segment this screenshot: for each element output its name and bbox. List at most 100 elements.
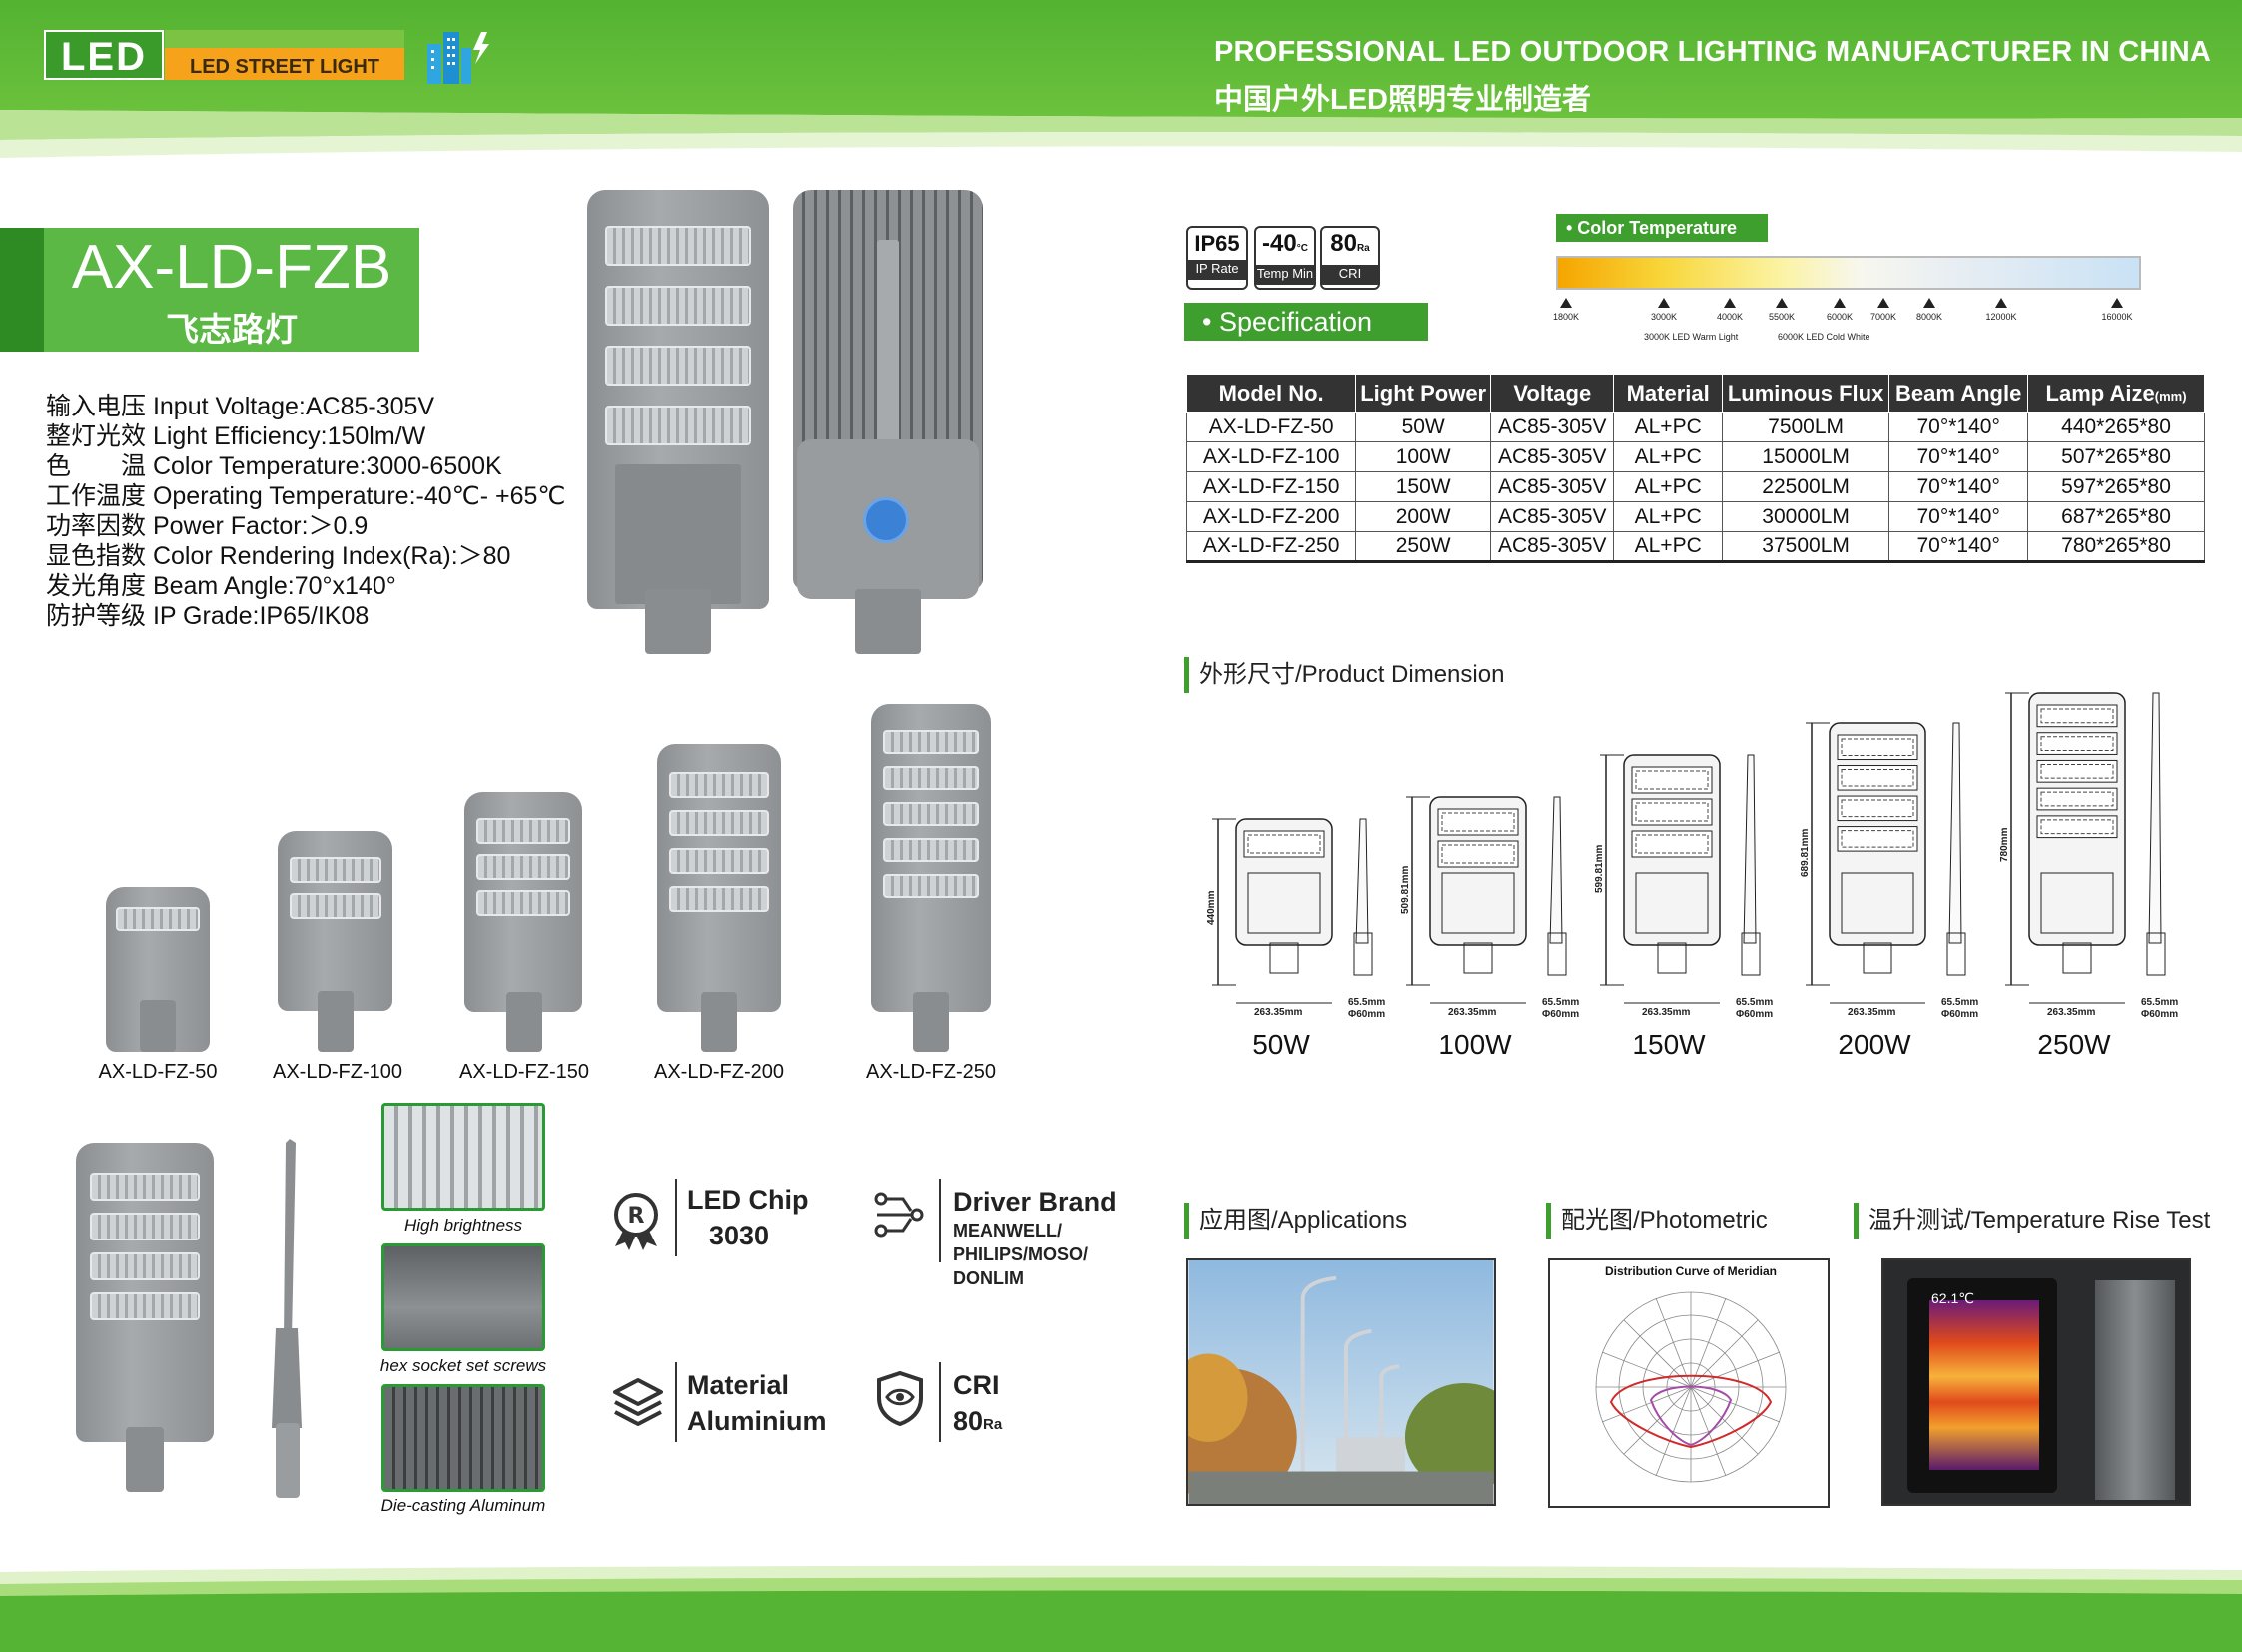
dimension-watt-label: 200W bbox=[1838, 1029, 1911, 1060]
ct-tick-marker bbox=[1834, 298, 1846, 308]
table-cell: 687*265*80 bbox=[2027, 501, 2205, 532]
ct-tick-label: 16000K bbox=[2101, 312, 2133, 322]
ct-tick-marker bbox=[1923, 298, 1935, 308]
ct-tick-marker bbox=[1724, 298, 1736, 308]
dimension-watt-label: 50W bbox=[1252, 1029, 1310, 1060]
title-box bbox=[44, 228, 419, 352]
ct-tick-label: 7000K bbox=[1869, 312, 1897, 322]
photometric-chart-box: Distribution Curve of Meridian bbox=[1548, 1258, 1830, 1508]
dimension-height: 780mm bbox=[1999, 827, 2010, 862]
spec-list: 输入电压 Input Voltage:AC85-305V 整灯光效 Light … bbox=[46, 392, 565, 631]
table-cell: AC85-305V bbox=[1490, 531, 1615, 562]
photometric-heading: 配光图/Photometric bbox=[1546, 1203, 1768, 1239]
ct-tick-label: 3000K bbox=[1650, 312, 1678, 322]
ct-tick-label: 4000K bbox=[1716, 312, 1744, 322]
ct-tick-marker bbox=[2111, 298, 2123, 308]
table-cell: 15000LM bbox=[1721, 441, 1890, 472]
table-cell: 7500LM bbox=[1721, 412, 1890, 442]
table-header-row: Model No. Light Power Voltage Material L… bbox=[1185, 374, 2205, 413]
lamp-side-view bbox=[272, 1139, 302, 1498]
col-header: Model No. bbox=[1185, 374, 1357, 413]
applications-heading: 应用图/Applications bbox=[1184, 1203, 1407, 1239]
ct-tick-marker bbox=[1776, 298, 1788, 308]
color-temperature-bar bbox=[1556, 256, 2141, 290]
dimension-outline bbox=[1806, 722, 1966, 1004]
badge-temp-min: -40°C Temp Min bbox=[1254, 226, 1316, 290]
col-header: Luminous Flux bbox=[1721, 374, 1890, 413]
driver-brand-line: MEANWELL/ bbox=[953, 1221, 1062, 1240]
dimension-outline bbox=[2005, 692, 2166, 1004]
led-chip-title: LED Chip bbox=[687, 1185, 809, 1215]
ct-tick-label: 1800K bbox=[1552, 312, 1580, 322]
table-cell: 70°*140° bbox=[1888, 412, 2029, 442]
dimension-diameter: Φ60mm bbox=[1941, 1009, 1979, 1020]
feature-caption: hex socket set screws bbox=[379, 1356, 547, 1375]
dimension-outline bbox=[1600, 754, 1761, 1004]
led-chip-value: 3030 bbox=[709, 1221, 770, 1250]
dimension-diameter: Φ60mm bbox=[1542, 1009, 1580, 1020]
ct-tick-label: 8000K bbox=[1915, 312, 1943, 322]
header-tagline-cn: 中国户外LED照明专业制造者 bbox=[1214, 84, 1592, 116]
dimension-watt-label: 100W bbox=[1438, 1029, 1512, 1060]
dimension-width: 263.35mm bbox=[1448, 1007, 1497, 1018]
spec-line: 发光角度 Beam Angle:70°x140° bbox=[46, 572, 396, 600]
cold-note: 6000K LED Cold White bbox=[1778, 332, 1870, 342]
title-accent bbox=[0, 228, 44, 352]
variant-label: AX-LD-FZ-100 bbox=[272, 1061, 403, 1083]
table-cell: 22500LM bbox=[1721, 471, 1890, 502]
header-band bbox=[0, 0, 2242, 158]
color-temperature-tag: • Color Temperature bbox=[1556, 214, 1768, 242]
feature-divider bbox=[939, 1179, 941, 1262]
driver-brand-line: PHILIPS/MOSO/ bbox=[953, 1244, 1089, 1264]
spec-line: 功率因数 Power Factor:＞0.9 bbox=[46, 512, 369, 540]
ct-tick-marker bbox=[1560, 298, 1572, 308]
col-header: Light Power bbox=[1355, 374, 1492, 413]
product-name-cn: 飞志路灯 bbox=[166, 311, 298, 348]
feature-photo-brightness bbox=[381, 1103, 545, 1211]
table-cell: AC85-305V bbox=[1490, 471, 1615, 502]
badge-label: Temp Min bbox=[1256, 265, 1314, 285]
ct-tick-label: 12000K bbox=[1985, 312, 2017, 322]
material-value: Aluminium bbox=[687, 1406, 827, 1436]
feature-divider bbox=[939, 1362, 941, 1442]
dimension-width: 263.35mm bbox=[2047, 1007, 2096, 1018]
registered-badge-icon: R bbox=[614, 1193, 658, 1250]
table-cell: 50W bbox=[1355, 412, 1492, 442]
table-cell: AX-LD-FZ-50 bbox=[1185, 412, 1357, 442]
dimension-depth: 65.5mm bbox=[1941, 997, 1979, 1008]
building-bolt-icon bbox=[427, 32, 489, 84]
hero-lamp-front bbox=[587, 190, 769, 664]
dimension-height: 599.81mm bbox=[1594, 844, 1605, 893]
table-cell: AL+PC bbox=[1613, 471, 1723, 502]
dimension-heading: 外形尺寸/Product Dimension bbox=[1184, 657, 1504, 693]
variant-lamp-200 bbox=[657, 744, 781, 1052]
variant-label: AX-LD-FZ-200 bbox=[653, 1061, 785, 1083]
badge-value: -40°C bbox=[1262, 230, 1308, 257]
table-cell: 250W bbox=[1355, 531, 1492, 562]
footer-band bbox=[0, 1565, 2242, 1652]
ct-tick-label: 5500K bbox=[1768, 312, 1796, 322]
lamp-front-large bbox=[76, 1143, 214, 1492]
material-title: Material bbox=[687, 1370, 790, 1400]
table-cell: 507*265*80 bbox=[2027, 441, 2205, 472]
badge-label: IP Rate bbox=[1188, 260, 1246, 280]
ct-tick-marker bbox=[1877, 298, 1889, 308]
layers-icon bbox=[613, 1378, 663, 1426]
feature-caption: Die-casting Aluminum bbox=[380, 1496, 546, 1515]
logo-subtitle: LED STREET LIGHT bbox=[190, 56, 379, 78]
table-cell: 150W bbox=[1355, 471, 1492, 502]
specification-tag: • Specification bbox=[1184, 303, 1428, 341]
spec-line: 防护等级 IP Grade:IP65/IK08 bbox=[46, 602, 370, 630]
dimension-height: 509.81mm bbox=[1400, 865, 1411, 914]
table-cell: AX-LD-FZ-100 bbox=[1185, 441, 1357, 472]
product-model: AX-LD-FZB bbox=[71, 233, 392, 302]
table-cell: 597*265*80 bbox=[2027, 471, 2205, 502]
badge-cri: 80Ra CRI bbox=[1320, 226, 1380, 290]
spec-line: 色 温 Color Temperature:3000-6500K bbox=[46, 452, 502, 480]
dimension-diameter: Φ60mm bbox=[1736, 1009, 1774, 1020]
table-cell: 780*265*80 bbox=[2027, 531, 2205, 562]
dimension-diameter: Φ60mm bbox=[1348, 1009, 1386, 1020]
